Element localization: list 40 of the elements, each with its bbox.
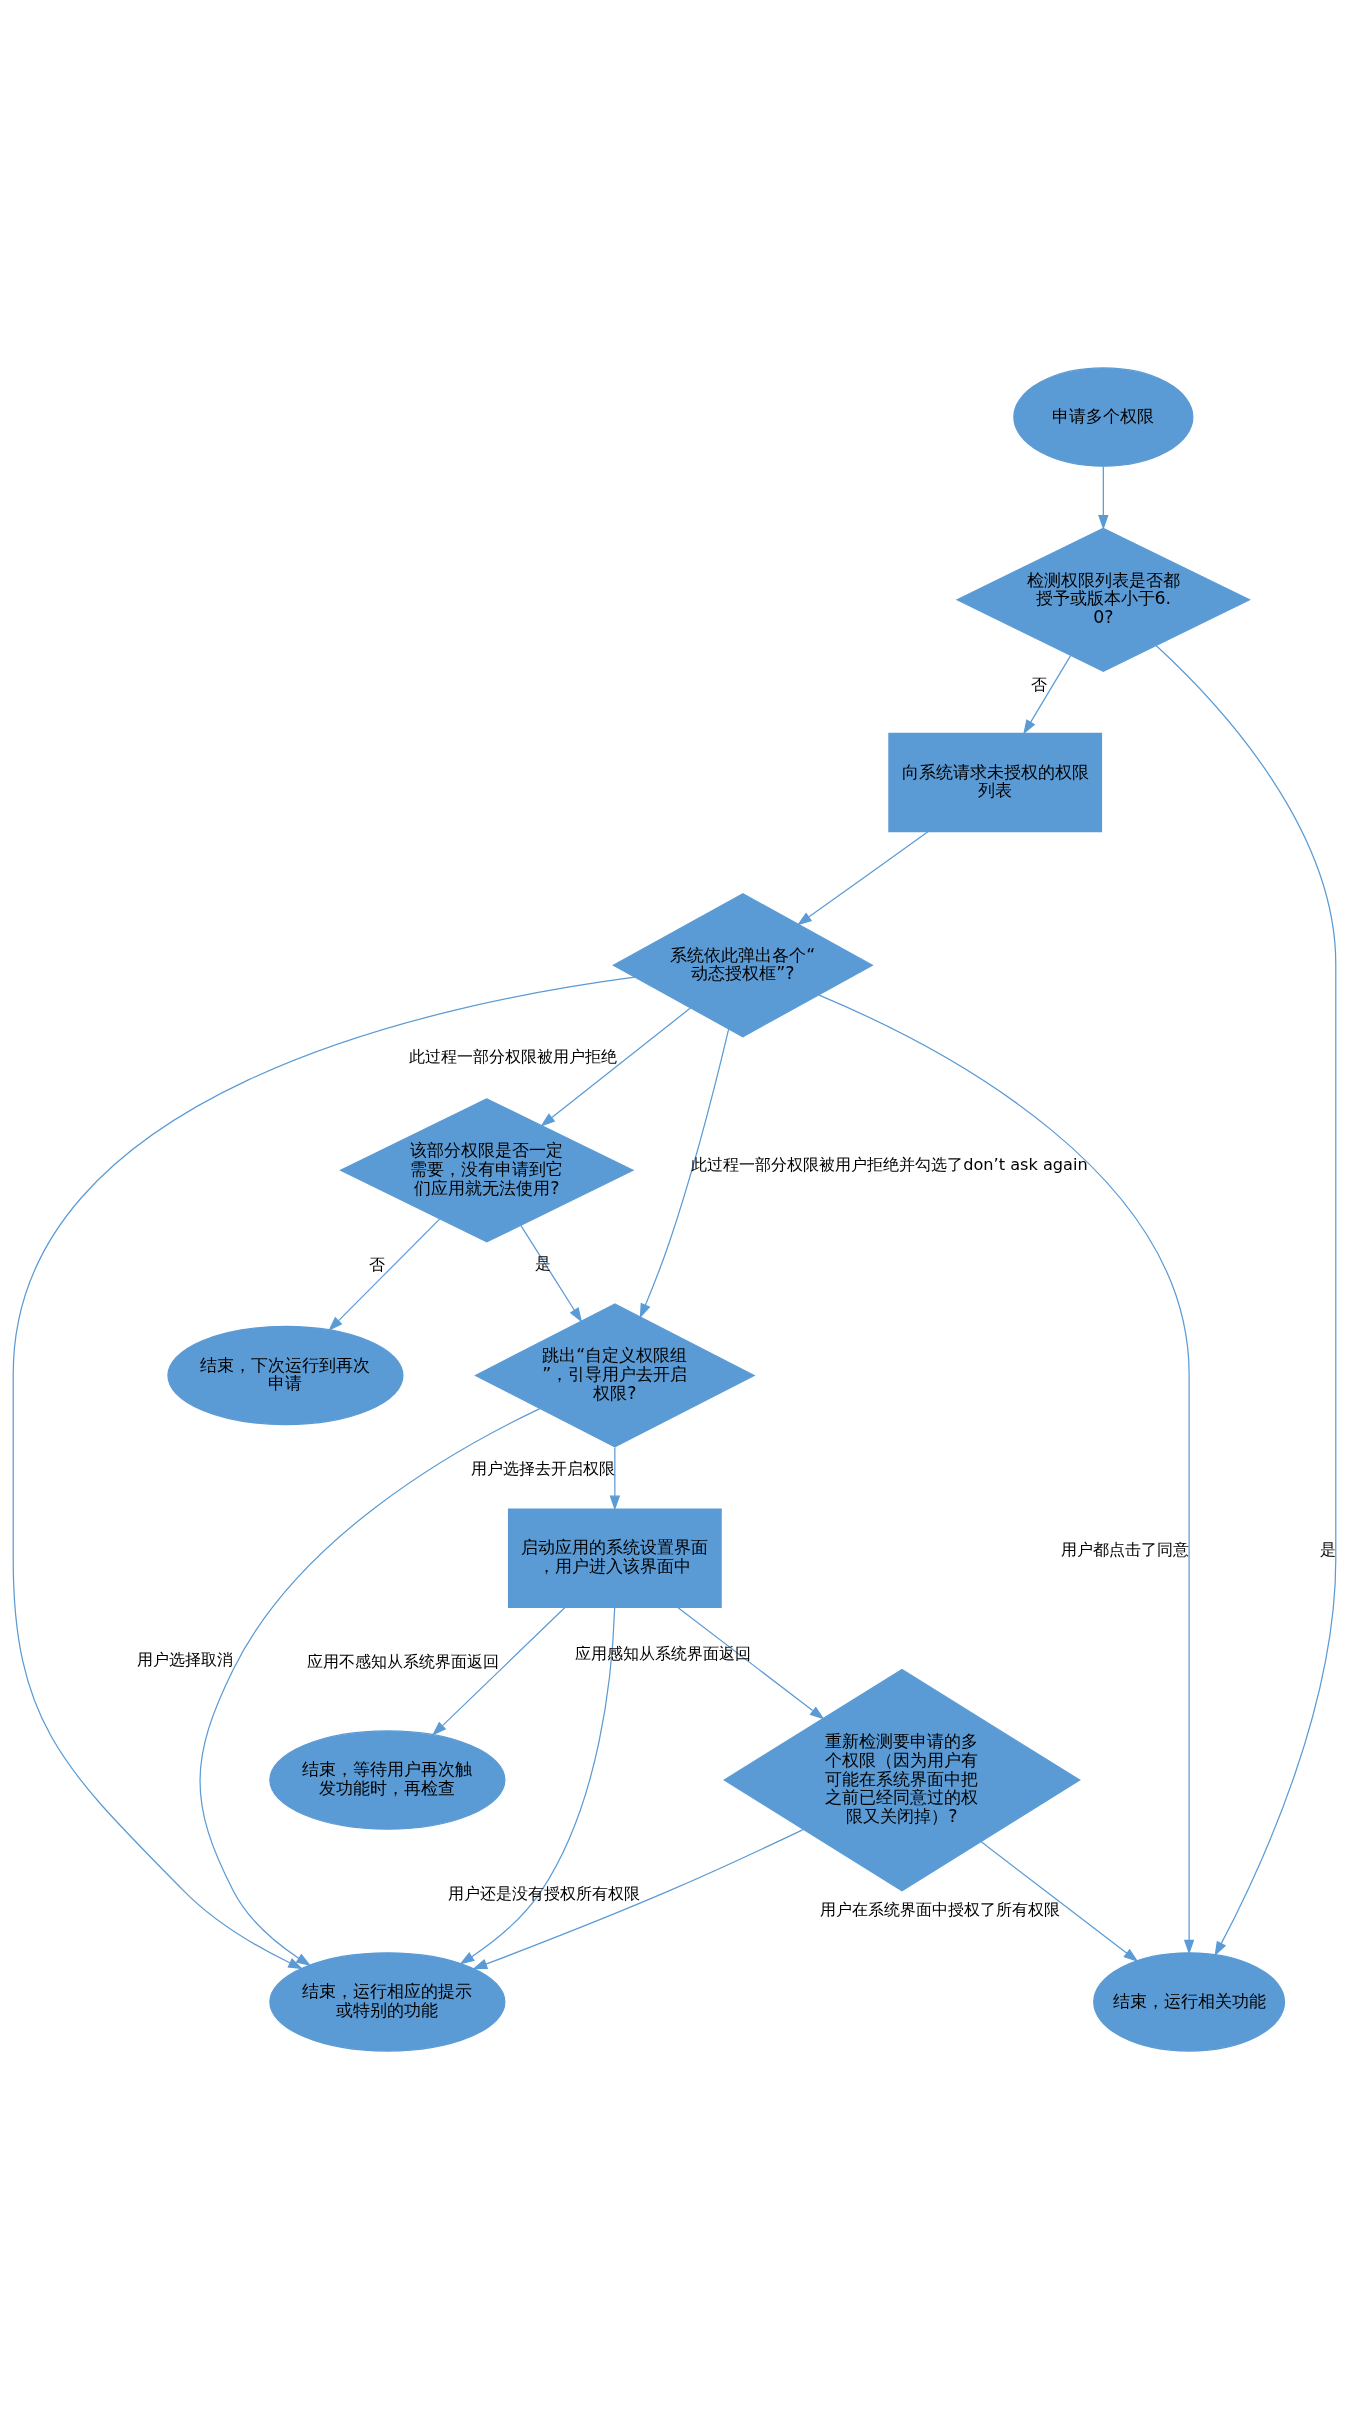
edge-label: 用户在系统界面中授权了所有权限 — [820, 1899, 1061, 1919]
arrow — [796, 831, 929, 926]
node-diamond: 检测权限列表是否都授予或版本小于6.0? — [955, 527, 1251, 672]
arrow — [676, 1606, 825, 1720]
edge-label: 用户选择去开启权限 — [471, 1458, 616, 1478]
arrow — [1155, 644, 1337, 1957]
node-diamond: 该部分权限是否一定需要，没有申请到它们应用就无法使用? — [339, 1098, 635, 1243]
edge-label: 用户还是没有授权所有权限 — [448, 1883, 641, 1903]
arrow — [431, 1606, 566, 1736]
node-ellipse: 结束，等待用户再次触发功能时，再检查 — [269, 1730, 506, 1830]
arrow — [520, 1224, 583, 1323]
edge-label: 否 — [368, 1254, 385, 1274]
edge-label: 用户选择取消 — [137, 1649, 234, 1669]
edge-label: 应用不感知从系统界面返回 — [307, 1651, 500, 1671]
node-box: 向系统请求未授权的权限列表 — [888, 732, 1103, 833]
arrow — [199, 1407, 541, 1967]
edge-label: 是 — [1319, 1539, 1336, 1559]
node-diamond: 系统依此弹出各个“动态授权框”? — [612, 893, 874, 1038]
node-ellipse: 结束，运行相关功能 — [1093, 1952, 1286, 2052]
arrow — [818, 994, 1195, 1955]
edge-label: 此过程一部分权限被用户拒绝并勾选了don’t ask again — [691, 1155, 1088, 1175]
node-ellipse: 结束，下次运行到再次申请 — [167, 1325, 404, 1426]
arrow — [980, 1841, 1139, 1962]
arrow — [639, 1028, 730, 1319]
edge-label: 应用感知从系统界面返回 — [574, 1643, 751, 1663]
edge-label: 是 — [535, 1254, 552, 1274]
arrow — [540, 1007, 692, 1127]
edge-label: 否 — [1031, 675, 1048, 695]
arrow — [1023, 655, 1072, 735]
node-ellipse: 申请多个权限 — [1013, 367, 1194, 467]
node-box: 启动应用的系统设置界面，用户进入该界面中 — [507, 1508, 722, 1608]
arrow — [12, 976, 636, 1970]
arrow — [328, 1218, 441, 1332]
node-diamond: 重新检测要申请的多个权限（因为用户有可能在系统界面中把之前已经同意过的权限又关闭掉）? — [723, 1668, 1081, 1892]
arrow — [459, 1606, 616, 1965]
arrow — [472, 1829, 804, 1970]
edge-label: 用户都点击了同意 — [1061, 1539, 1190, 1559]
edge-label: 此过程一部分权限被用户拒绝 — [408, 1047, 617, 1067]
arrow — [609, 1446, 621, 1511]
arrow — [1098, 466, 1109, 530]
